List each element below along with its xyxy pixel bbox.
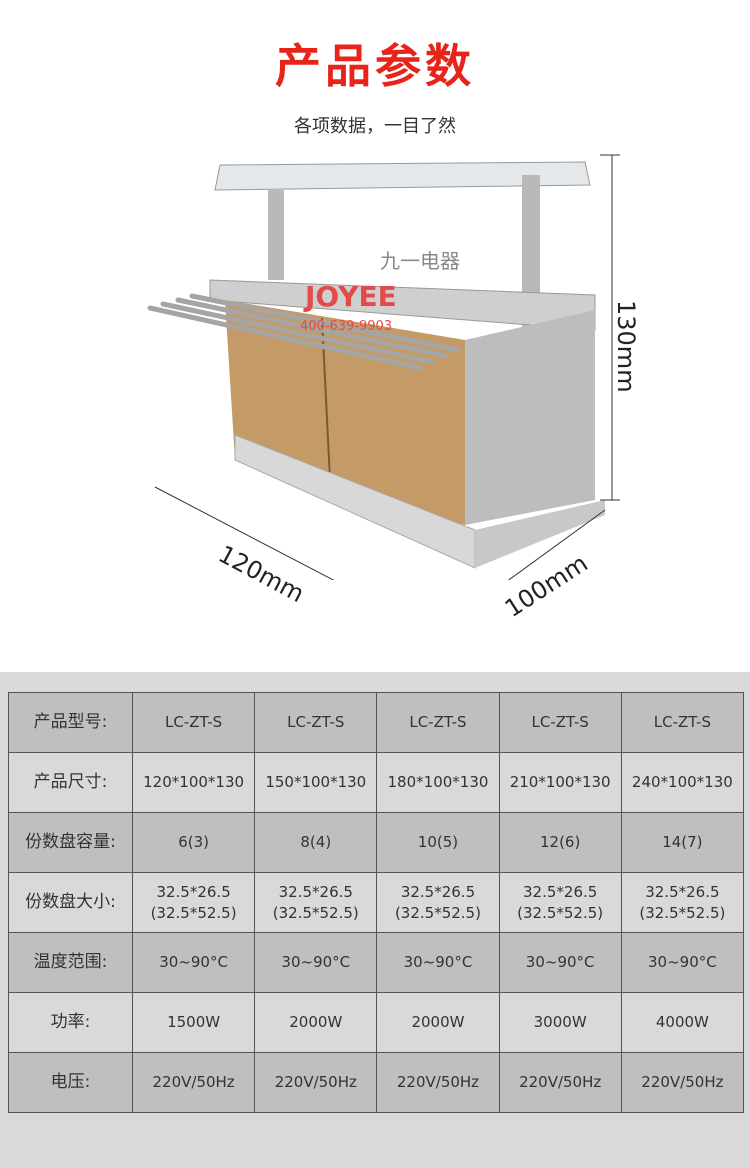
row-label: 温度范围:	[8, 932, 133, 993]
table-row: 份数盘容量:6(3)8(4)10(5)12(6)14(7)	[8, 812, 745, 873]
table-cell: 220V/50Hz	[376, 1052, 500, 1113]
row-label: 电压:	[8, 1052, 133, 1113]
product-image: 九一电器 JOYEE 400-639-9903	[147, 154, 620, 580]
row-label: 份数盘大小:	[8, 872, 133, 933]
table-cell: 32.5*26.5 (32.5*52.5)	[131, 872, 256, 933]
table-cell: 220V/50Hz	[620, 1052, 745, 1113]
table-cell: LC-ZT-S	[131, 692, 256, 753]
row-label: 产品尺寸:	[8, 752, 133, 813]
table-cell: 3000W	[498, 992, 622, 1053]
table-cell: 240*100*130	[620, 752, 745, 813]
table-cell: 32.5*26.5 (32.5*52.5)	[620, 872, 745, 933]
table-cell: LC-ZT-S	[376, 692, 500, 753]
table-cell: LC-ZT-S	[254, 692, 378, 753]
height-dimension: 130mm	[612, 300, 640, 393]
table-cell: 30~90°C	[498, 932, 622, 993]
table-cell: 210*100*130	[498, 752, 622, 813]
table-cell: 220V/50Hz	[131, 1052, 256, 1113]
table-cell: 32.5*26.5 (32.5*52.5)	[376, 872, 500, 933]
table-cell: 30~90°C	[376, 932, 500, 993]
watermark-brand: 九一电器	[380, 249, 460, 273]
watermark-logo: JOYEE	[303, 280, 397, 313]
table-cell: 12(6)	[498, 812, 622, 873]
table-cell: 220V/50Hz	[254, 1052, 378, 1113]
table-cell: 2000W	[376, 992, 500, 1053]
table-cell: 14(7)	[620, 812, 745, 873]
table-cell: 10(5)	[376, 812, 500, 873]
table-cell: 1500W	[131, 992, 256, 1053]
table-cell: 150*100*130	[254, 752, 378, 813]
table-row: 份数盘大小:32.5*26.5 (32.5*52.5)32.5*26.5 (32…	[8, 872, 745, 933]
table-cell: 8(4)	[254, 812, 378, 873]
table-cell: 30~90°C	[620, 932, 745, 993]
table-cell: 180*100*130	[376, 752, 500, 813]
table-cell: 30~90°C	[131, 932, 256, 993]
page-subtitle: 各项数据，一目了然	[294, 116, 456, 137]
row-label: 产品型号:	[8, 692, 133, 753]
table-cell: 32.5*26.5 (32.5*52.5)	[254, 872, 378, 933]
table-cell: 2000W	[254, 992, 378, 1053]
row-label: 功率:	[8, 992, 133, 1053]
table-cell: LC-ZT-S	[498, 692, 622, 753]
page-title: 产品参数	[275, 39, 475, 93]
table-cell: 30~90°C	[254, 932, 378, 993]
table-cell: 6(3)	[131, 812, 256, 873]
row-label: 份数盘容量:	[8, 812, 133, 873]
table-cell: 4000W	[620, 992, 745, 1053]
table-cell: 220V/50Hz	[498, 1052, 622, 1113]
table-cell: LC-ZT-S	[620, 692, 745, 753]
table-cell: 32.5*26.5 (32.5*52.5)	[498, 872, 622, 933]
table-cell: 120*100*130	[131, 752, 256, 813]
watermark-phone: 400-639-9903	[300, 319, 392, 334]
